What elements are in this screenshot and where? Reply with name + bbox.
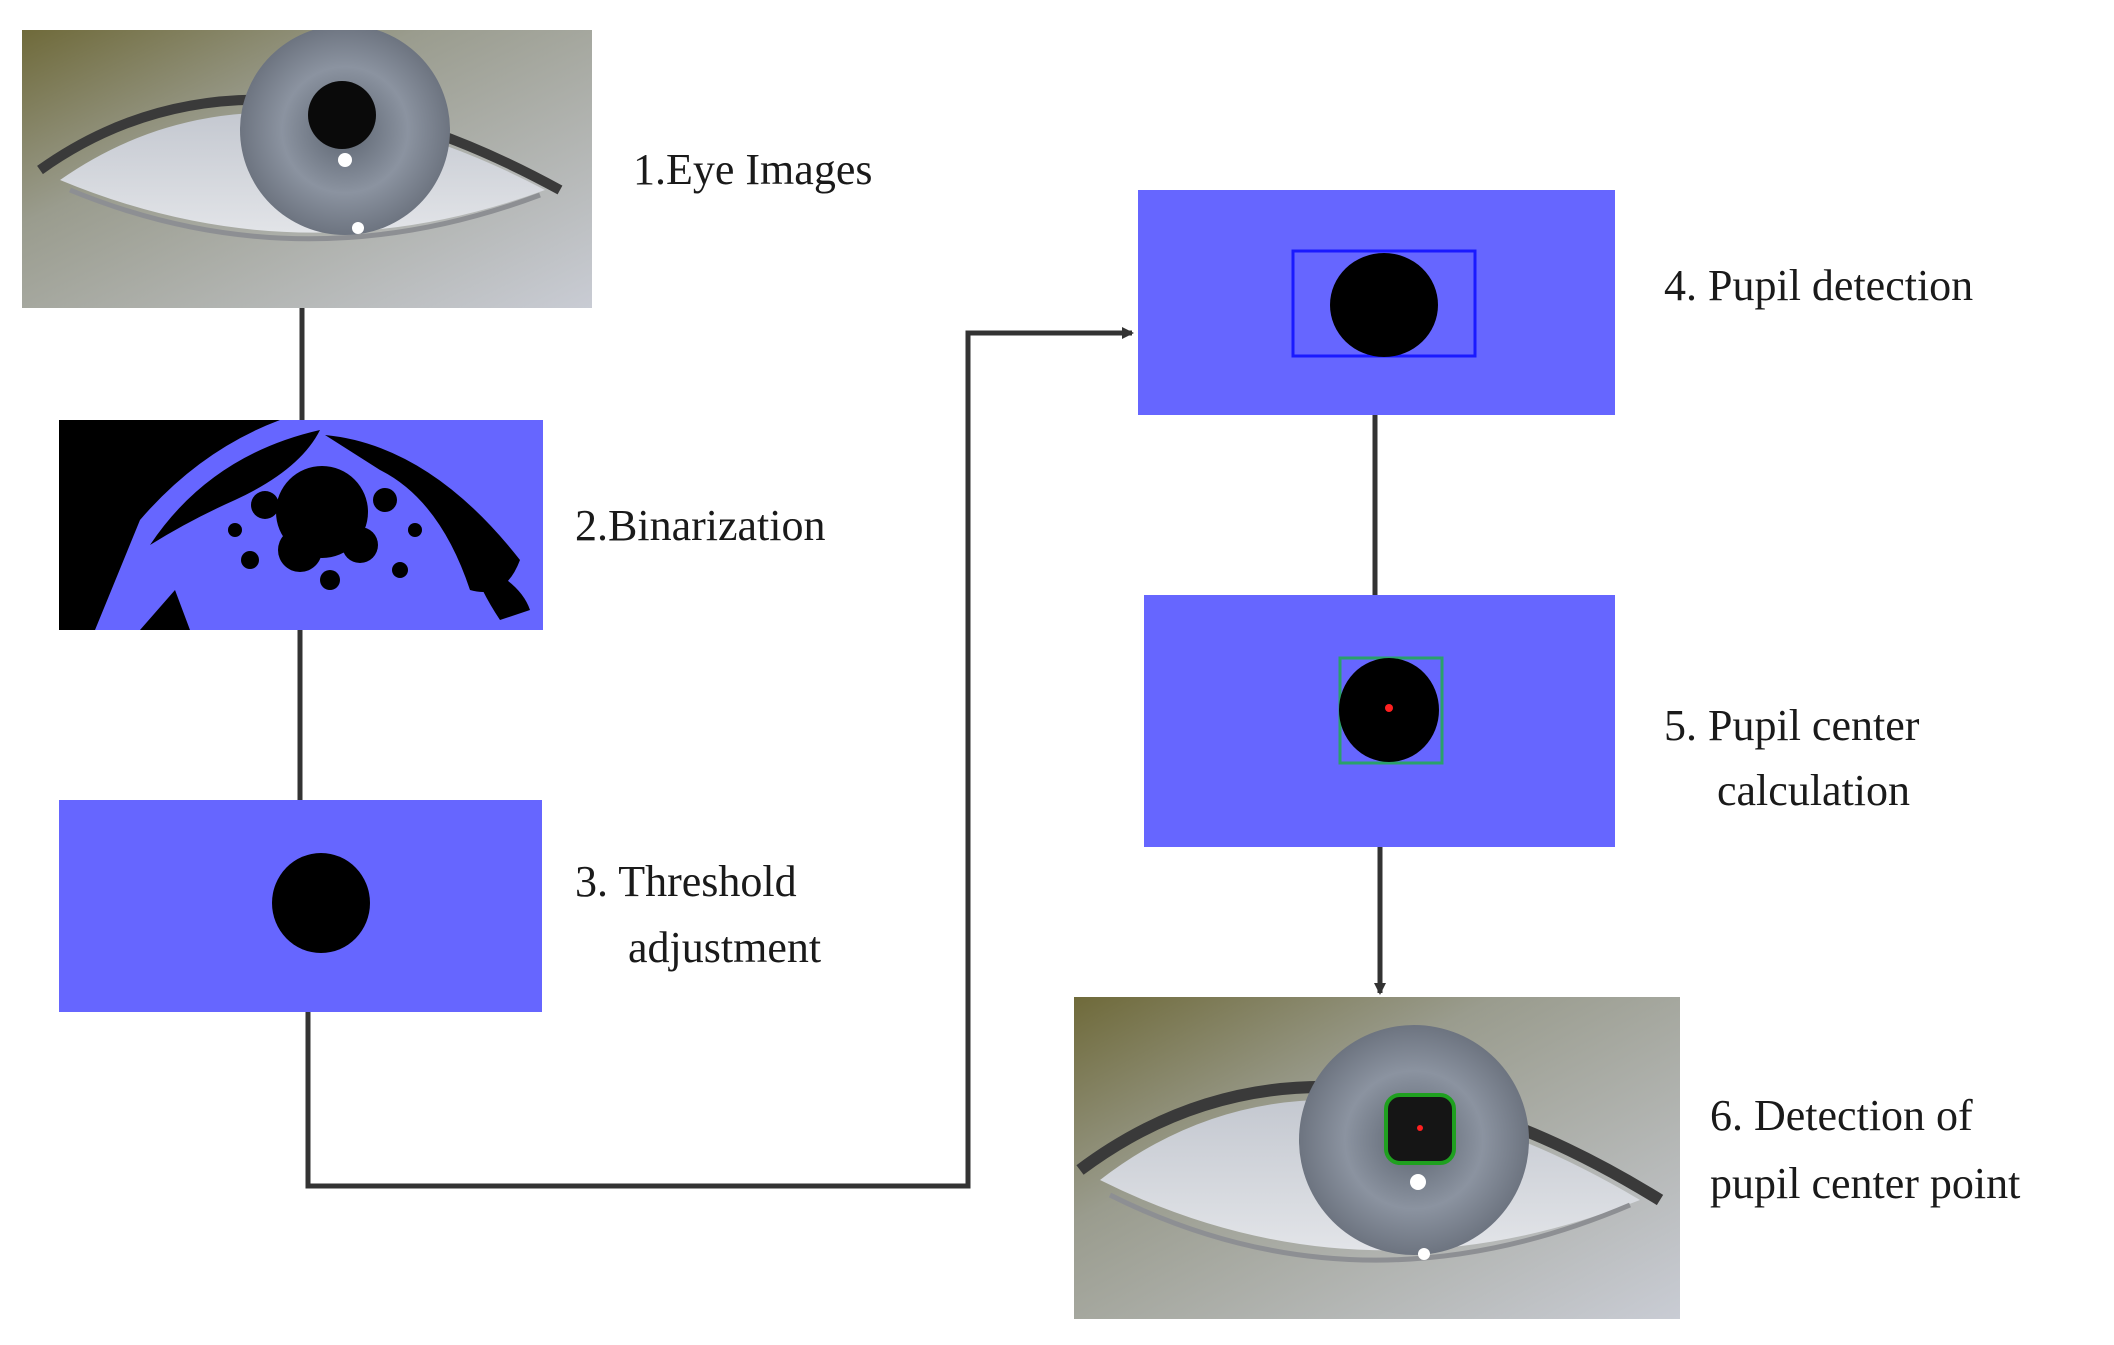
pupil-icon <box>308 81 376 149</box>
step3-caption-line2: adjustment <box>628 923 821 972</box>
step3-caption-line1: 3. Threshold <box>575 857 797 906</box>
step1-eye-image <box>22 30 592 308</box>
center-point-icon <box>1385 704 1393 712</box>
center-point-icon <box>1417 1125 1423 1131</box>
pupil-icon <box>1330 253 1438 357</box>
step3-threshold-image <box>59 800 542 1012</box>
step6-caption-line1: 6. Detection of <box>1710 1091 1973 1140</box>
bounding-box <box>1384 1093 1456 1165</box>
step5-caption-line2: calculation <box>1717 766 1910 815</box>
step2-caption: 2.Binarization <box>575 501 826 550</box>
step5-center-calculation-image <box>1144 595 1615 847</box>
connector-3-to-4 <box>305 327 1134 1189</box>
step4-pupil-detection-image <box>1138 190 1615 415</box>
step2-binarized-image <box>59 420 543 630</box>
step6-caption-line2: pupil center point <box>1710 1159 2020 1208</box>
pupil-icon <box>272 853 370 953</box>
step5-caption-line1: 5. Pupil center <box>1664 701 1920 750</box>
step1-caption: 1.Eye Images <box>633 145 872 194</box>
step6-result-eye-image <box>1074 997 1680 1319</box>
connectors <box>297 308 1386 1189</box>
step4-caption: 4. Pupil detection <box>1664 261 1973 310</box>
